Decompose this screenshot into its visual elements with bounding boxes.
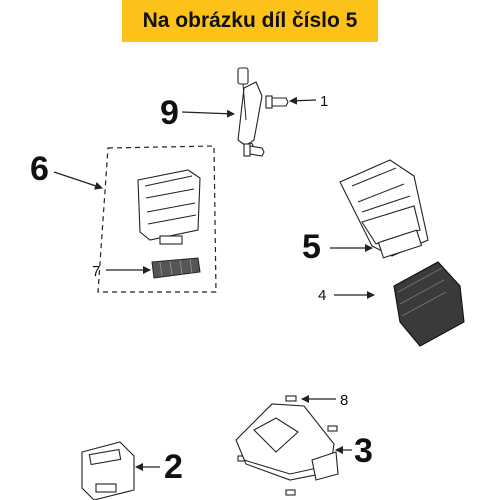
- leader-6: [53, 171, 103, 190]
- part-1-screw: [265, 95, 289, 109]
- label-9: 9: [160, 94, 179, 132]
- part-6-kit-outline: [97, 145, 217, 293]
- part-5-holder: [339, 159, 429, 259]
- part-7-pad: [151, 257, 201, 279]
- label-3: 3: [354, 432, 373, 470]
- leader-9: [181, 109, 235, 118]
- part-9-screw: [243, 143, 265, 157]
- leader-1: [289, 96, 317, 105]
- part-6-ecu-module: [137, 169, 201, 245]
- label-8: 8: [340, 392, 348, 409]
- label-6: 6: [30, 150, 49, 188]
- label-7: 7: [92, 263, 100, 280]
- label-5: 5: [302, 228, 321, 266]
- part-2-module: [81, 441, 135, 500]
- part-4-block: [393, 261, 465, 347]
- part-9-bracket: [237, 67, 263, 150]
- label-2: 2: [164, 448, 183, 486]
- title-banner: Na obrázku díl číslo 5: [122, 0, 378, 42]
- part-3-bracket: [235, 403, 339, 481]
- label-1: 1: [320, 93, 328, 110]
- title-text: Na obrázku díl číslo 5: [142, 9, 358, 32]
- label-4: 4: [318, 287, 326, 304]
